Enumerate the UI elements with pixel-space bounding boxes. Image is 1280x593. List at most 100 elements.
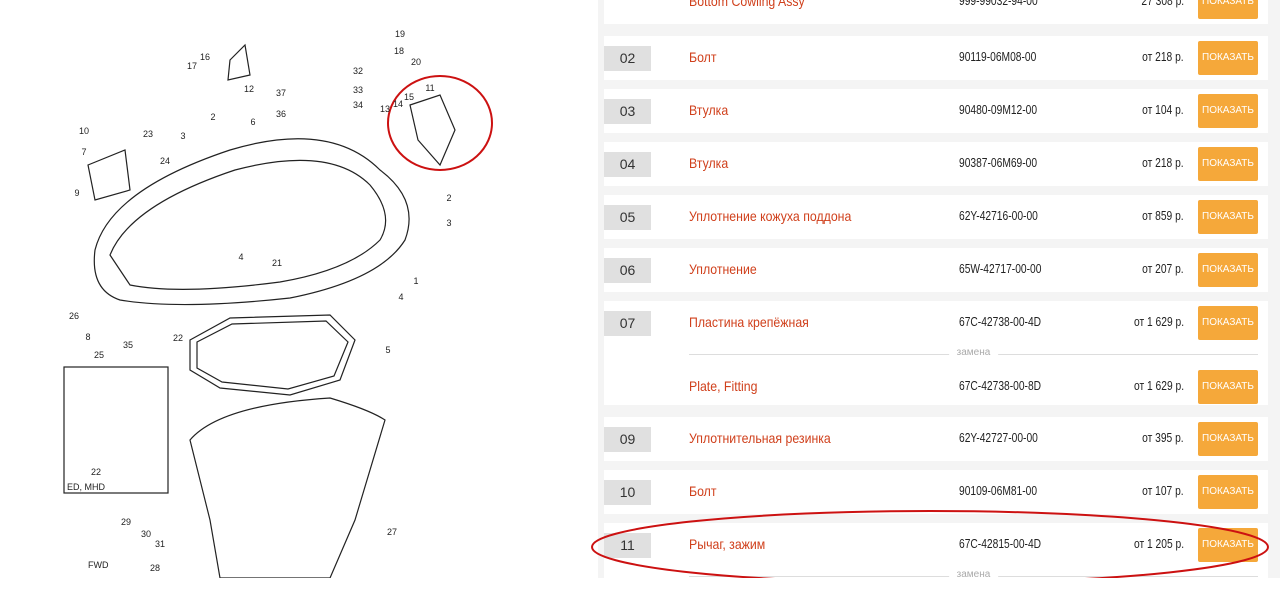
callout-label: 24: [160, 156, 170, 166]
part-number: 10: [604, 480, 651, 505]
part-number: 04: [604, 152, 651, 177]
callout-label: 30: [141, 529, 151, 539]
part-name-link[interactable]: Bottom Cowling Assy: [689, 0, 805, 9]
replacement-divider: замена: [689, 347, 1258, 358]
part-code: 62Y-42716-00-00: [959, 209, 1038, 223]
callout-label: 20: [411, 57, 421, 67]
part-number: 07: [604, 311, 651, 336]
part-code: 67C-42738-00-4D: [959, 315, 1042, 329]
callout-label: 16: [200, 52, 210, 62]
callout-label: 36: [276, 109, 286, 119]
part-number: 06: [604, 258, 651, 283]
show-button[interactable]: ПОКАЗАТЬ: [1198, 94, 1258, 128]
part-row: 11 Рычаг, зажим 67C-42815-00-4D от 1 205 р.…: [604, 523, 1268, 593]
callout-label: 7: [81, 147, 86, 157]
part-name-link[interactable]: Втулка: [689, 102, 729, 118]
show-button[interactable]: ПОКАЗАТЬ: [1198, 200, 1258, 234]
part-code: 65W-42717-00-00: [959, 262, 1042, 276]
replacement-label: замена: [948, 347, 999, 358]
callout-label: 33: [353, 85, 363, 95]
part-name-link[interactable]: Болт: [689, 49, 717, 65]
callout-label: 35: [123, 340, 133, 350]
part-code: 67C-42815-00-4D: [959, 537, 1042, 551]
callout-label: 9: [74, 188, 79, 198]
inset-label: ED, MHD: [67, 482, 106, 492]
part-price: от 207 р.: [1142, 262, 1184, 276]
part-code: 999-99032-94-00: [959, 0, 1038, 8]
parts-list: Bottom Cowling Assy 999-99032-94-00 27 308…: [598, 0, 1280, 593]
callout-label: 1: [413, 276, 418, 286]
callout-label: 21: [272, 258, 282, 268]
show-button[interactable]: ПОКАЗАТЬ: [1198, 306, 1258, 340]
bottom-cowling-shape: [93, 138, 410, 306]
part-name-link[interactable]: Уплотнение: [689, 261, 757, 277]
callout-label: 31: [155, 539, 165, 549]
part-price: от 1 629 р.: [1133, 379, 1184, 393]
part-number: 02: [604, 46, 651, 71]
part-row: Bottom Cowling Assy 999-99032-94-00 27 308…: [604, 0, 1268, 24]
show-button[interactable]: ПОКАЗАТЬ: [1198, 253, 1258, 287]
part-price: 27 308 р.: [1141, 0, 1184, 8]
part-row: 02 Болт 90119-06M08-00 от 218 р. ПОКАЗАТЬ: [604, 36, 1268, 80]
fwd-label: FWD: [88, 560, 109, 570]
callout-label: 26: [69, 311, 79, 321]
callout-label: 17: [187, 61, 197, 71]
part-price: от 104 р.: [1142, 103, 1184, 117]
callout-label: 27: [387, 527, 397, 537]
callout-label: 5: [385, 345, 390, 355]
callout-label: 28: [150, 563, 160, 573]
callout-label: 3: [446, 218, 451, 228]
part-name-link[interactable]: Уплотнение кожуха поддона: [689, 208, 852, 224]
part-code: 90480-09M12-00: [959, 103, 1038, 117]
callout-label: 15: [404, 92, 414, 102]
part-number: 05: [604, 205, 651, 230]
callout-label: 6: [250, 117, 255, 127]
part-code: 67C-42738-00-8D: [959, 379, 1042, 393]
callout-label: 19: [395, 29, 405, 39]
callout-label: 14: [393, 99, 403, 109]
callout-label: 18: [394, 46, 404, 56]
part-name-link[interactable]: Уплотнительная резинка: [689, 430, 831, 446]
part-code: 90119-06M08-00: [959, 50, 1037, 64]
callout-label: 13: [380, 104, 390, 114]
part-name-link[interactable]: Plate, Fitting: [689, 378, 758, 394]
part-name-link[interactable]: Втулка: [689, 155, 729, 171]
show-button[interactable]: ПОКАЗАТЬ: [1198, 0, 1258, 19]
part-row: 10 Болт 90109-06M81-00 от 107 р. ПОКАЗАТЬ: [604, 470, 1268, 514]
part-price: от 1 629 р.: [1133, 315, 1184, 329]
callout-label: 37: [276, 88, 286, 98]
callout-label: 32: [353, 66, 363, 76]
callout-label: 23: [143, 129, 153, 139]
part-price: от 1 205 р.: [1133, 537, 1184, 551]
part-name-link[interactable]: Рычаг, зажим: [689, 536, 766, 552]
part-row: 03 Втулка 90480-09M12-00 от 104 р. ПОКАЗАТЬ: [604, 89, 1268, 133]
part-code: 90109-06M81-00: [959, 484, 1038, 498]
show-button[interactable]: ПОКАЗАТЬ: [1198, 147, 1258, 181]
callout-label: 22: [91, 467, 101, 477]
part-name-link[interactable]: Болт: [689, 483, 717, 499]
callout-label: 8: [85, 332, 90, 342]
show-button[interactable]: ПОКАЗАТЬ: [1198, 528, 1258, 562]
show-button[interactable]: ПОКАЗАТЬ: [1198, 370, 1258, 404]
highlight-circle: [387, 75, 493, 171]
show-button[interactable]: ПОКАЗАТЬ: [1198, 41, 1258, 75]
part-row: 06 Уплотнение 65W-42717-00-00 от 207 р. ПОКА…: [604, 248, 1268, 292]
part-number: 09: [604, 427, 651, 452]
part-name-link[interactable]: Пластина крепёжная: [689, 314, 809, 330]
show-button[interactable]: ПОКАЗАТЬ: [1198, 475, 1258, 509]
callout-label: 25: [94, 350, 104, 360]
callout-label: 11: [425, 83, 434, 93]
part-price: от 218 р.: [1142, 50, 1184, 64]
replacement-divider: замена: [689, 569, 1258, 580]
part-code: 90387-06M69-00: [959, 156, 1038, 170]
part-row: 07 Пластина крепёжная 67C-42738-00-4D от 1 …: [604, 301, 1268, 405]
part-number: 11: [604, 533, 651, 558]
callout-label: 4: [398, 292, 403, 302]
callout-label: 3: [180, 131, 185, 141]
show-button[interactable]: ПОКАЗАТЬ: [1198, 422, 1258, 456]
callout-label: 12: [244, 84, 254, 94]
part-price: от 107 р.: [1142, 484, 1184, 498]
part-number: 03: [604, 99, 651, 124]
